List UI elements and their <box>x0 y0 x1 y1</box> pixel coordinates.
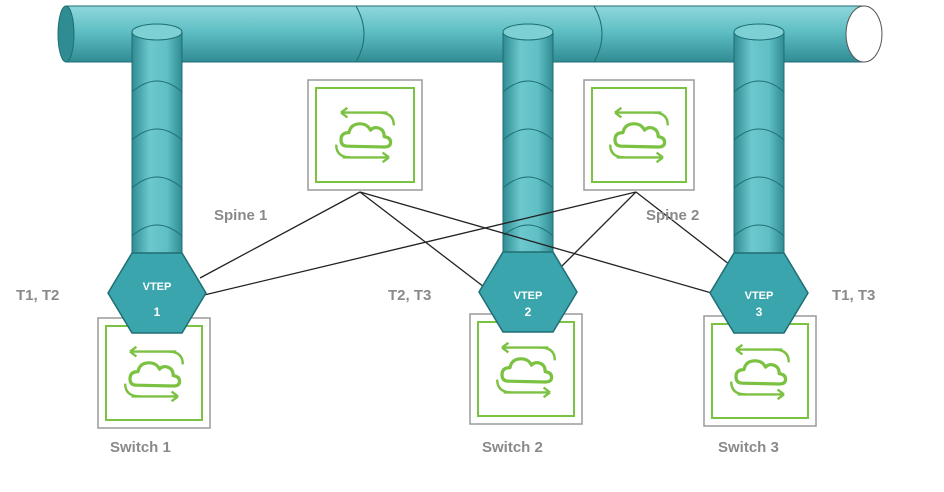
vertical-tunnel-2 <box>502 23 554 263</box>
vtep-number: 1 <box>154 305 161 319</box>
link-spine2-vtep1 <box>199 191 637 297</box>
vtep-number: 3 <box>756 305 763 319</box>
spine-leaf-links <box>199 191 735 297</box>
vtep-label: VTEP <box>143 281 172 293</box>
spine-2-label: Spine 2 <box>646 207 699 224</box>
leaf-switch-1 <box>97 317 211 429</box>
vtep-2-tunnels-label: T2, T3 <box>388 287 431 304</box>
switch-2-label: Switch 2 <box>482 439 543 456</box>
spine-1-label: Spine 1 <box>214 207 267 224</box>
vtep-2: VTEP 2 <box>478 251 578 333</box>
link-spine2-vtep2 <box>559 191 637 269</box>
leaf-switch-3 <box>703 315 817 427</box>
link-spine2-vtep3 <box>635 191 735 269</box>
vtep-label: VTEP <box>745 290 774 302</box>
link-spine1-vtep2 <box>359 191 489 291</box>
vtep-number: 2 <box>525 305 532 319</box>
vertical-tunnel-1 <box>131 23 183 263</box>
overlay-tunnel-pipe <box>57 5 883 63</box>
vtep-3-tunnels-label: T1, T3 <box>832 287 875 304</box>
switch-1-label: Switch 1 <box>110 439 171 456</box>
spine-switch-2 <box>583 79 695 191</box>
link-spine1-vtep3 <box>359 191 723 297</box>
switch-3-label: Switch 3 <box>718 439 779 456</box>
vtep-3: VTEP 3 <box>709 252 809 334</box>
vertical-tunnel-3 <box>733 23 785 263</box>
vtep-label: VTEP <box>514 290 543 302</box>
spine-switch-1 <box>307 79 423 191</box>
vtep-1-tunnels-label: T1, T2 <box>16 287 59 304</box>
link-spine1-vtep1 <box>199 191 361 279</box>
vtep-1: VTEP 1 <box>107 252 207 334</box>
